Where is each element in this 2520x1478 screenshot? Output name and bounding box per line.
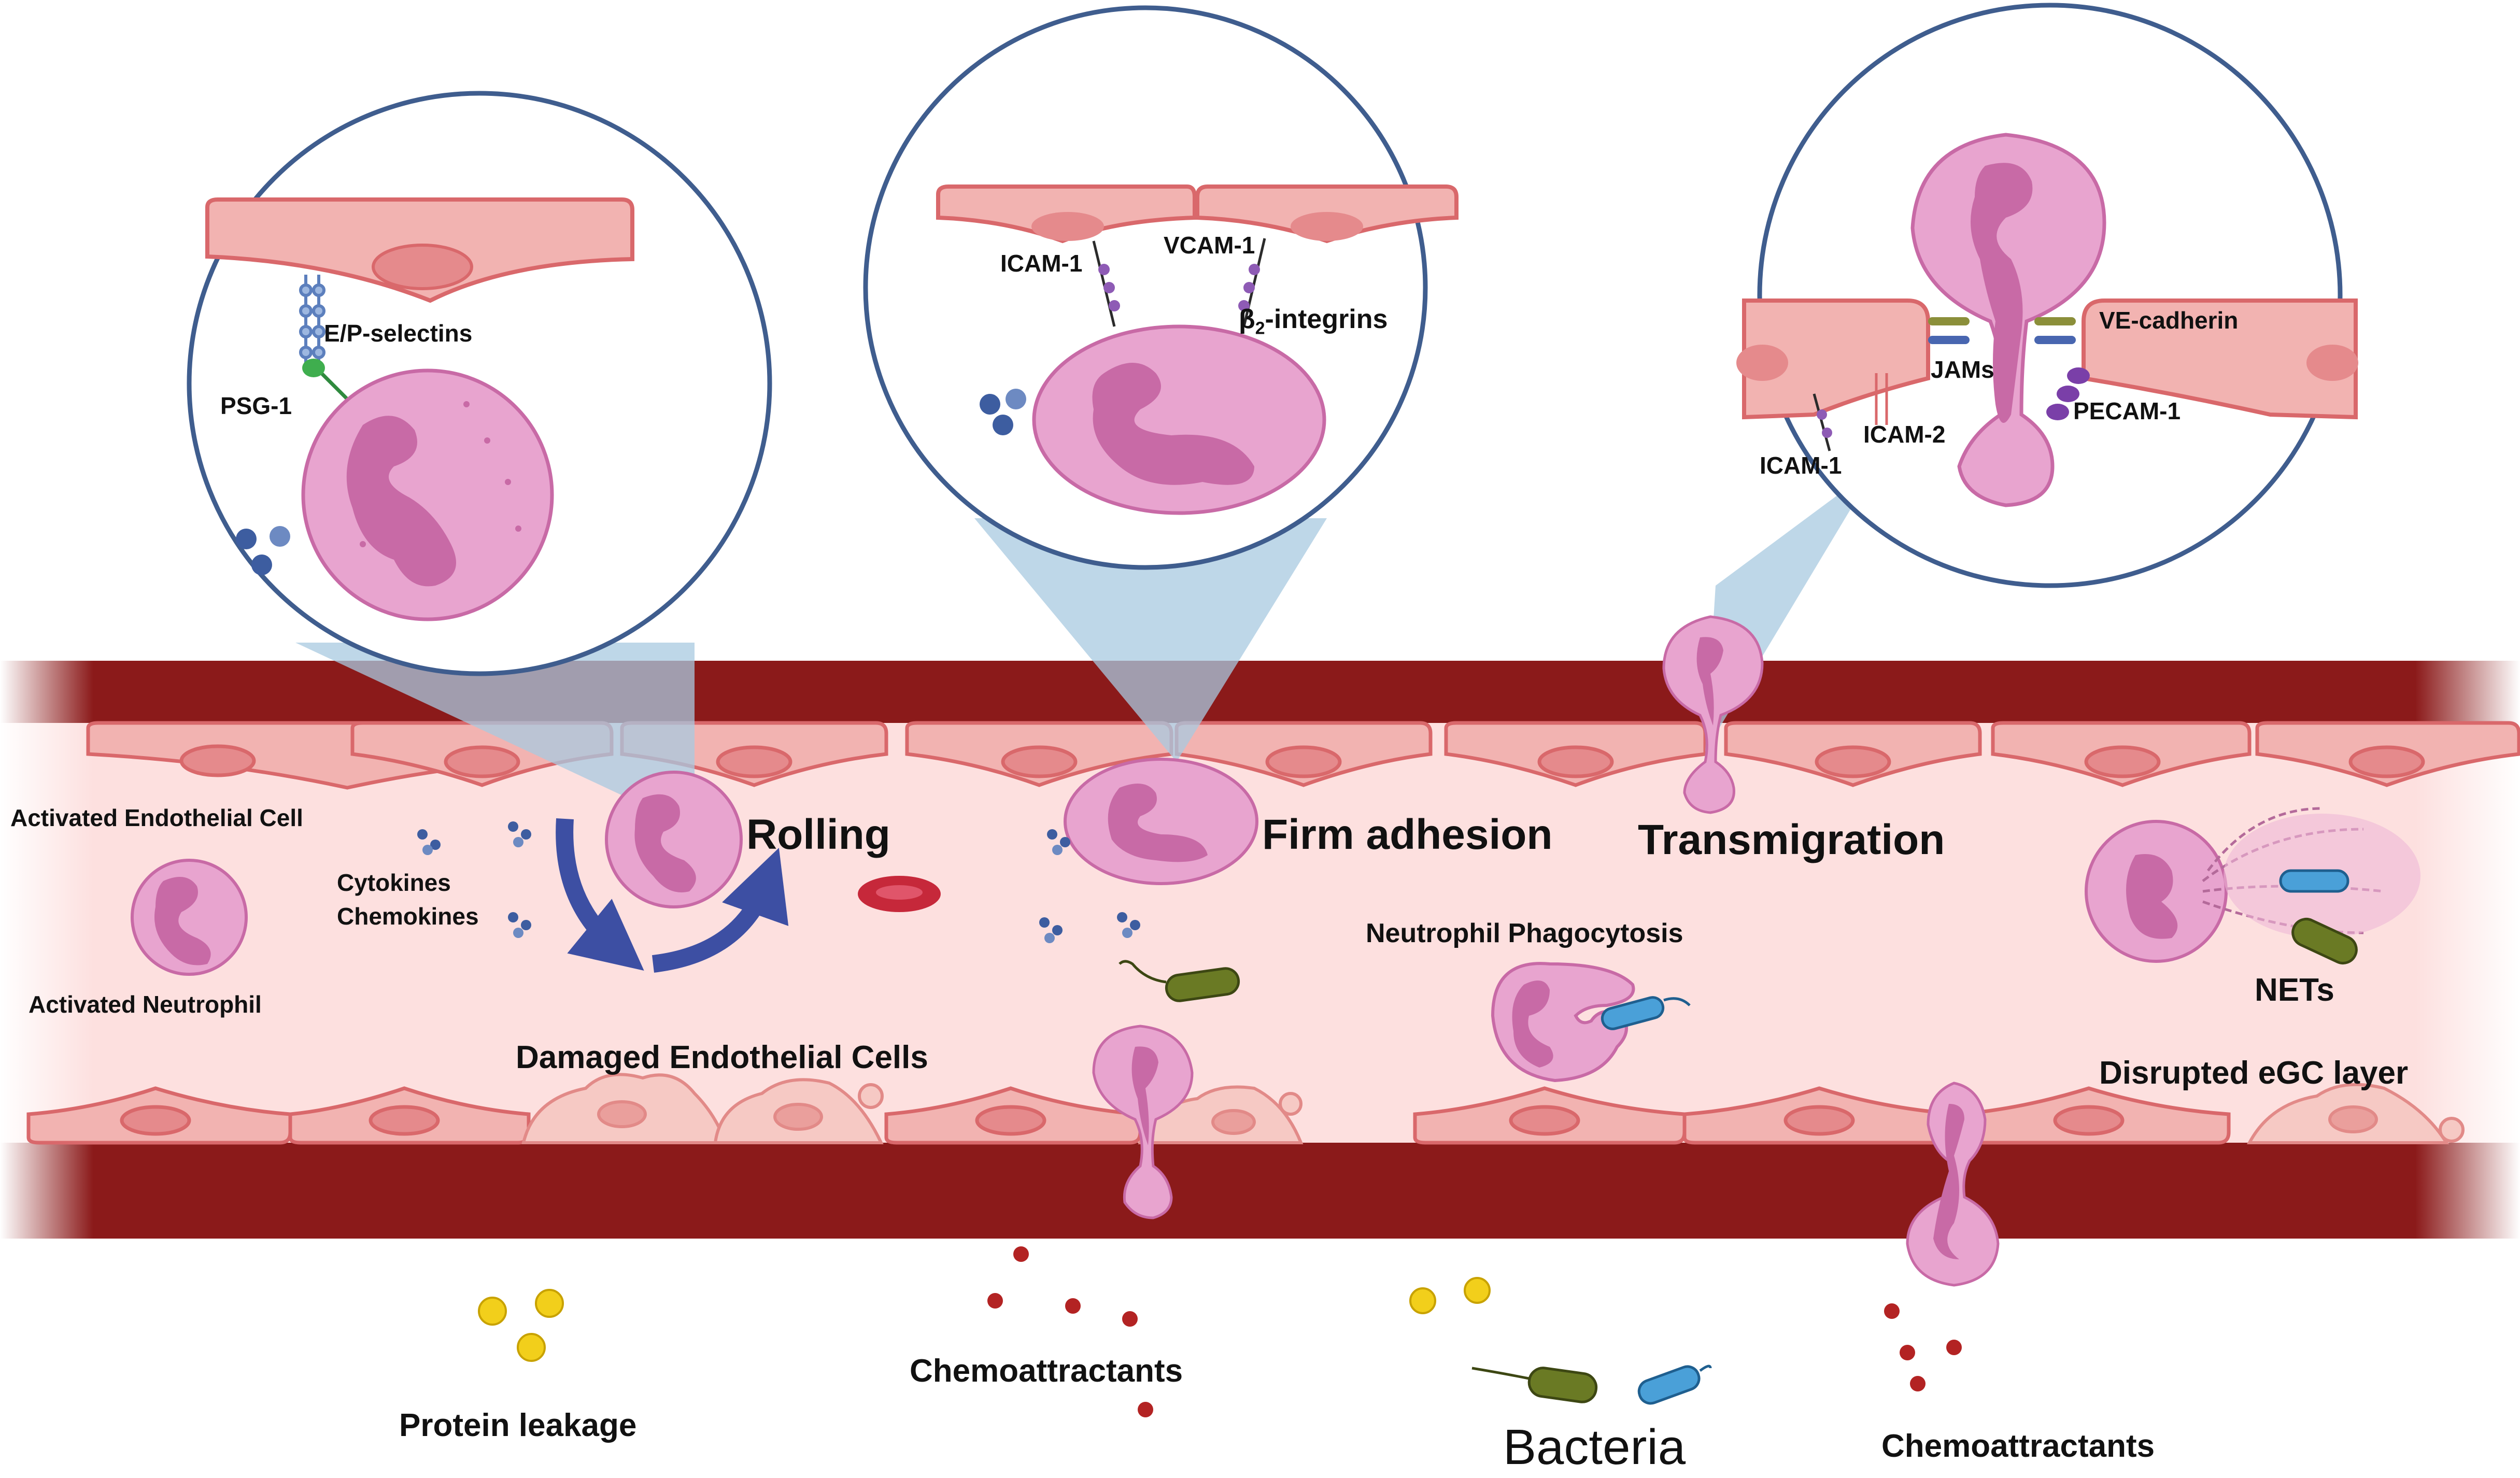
label-psg-1: PSG-1 (220, 392, 292, 419)
label-rolling: Rolling (746, 811, 890, 858)
callout-transmigration (1736, 3, 2358, 588)
label-neutrophil-phagocytosis: Neutrophil Phagocytosis (1366, 918, 1683, 948)
label-firm-adhesion: Firm adhesion (1262, 811, 1553, 858)
label-b2-integrins: β2-integrins (1239, 304, 1388, 338)
neutrophil-exiting-2 (1906, 1082, 2000, 1287)
neutrophil-phagocytosis (1491, 962, 1691, 1083)
neutrophil-transmigrating (1662, 615, 1764, 814)
nets (2085, 807, 2420, 964)
protein-leakage-particles (478, 1277, 1491, 1362)
label-activated-neutrophil: Activated Neutrophil (29, 991, 262, 1018)
label-nets: NETs (2255, 972, 2334, 1008)
bacteria-outside (1471, 1365, 1712, 1405)
label-pecam-1: PECAM-1 (2073, 397, 2181, 424)
damaged-endothelial-cells (521, 1073, 2465, 1144)
label-disrupted-egc-layer: Disrupted eGC layer (2099, 1055, 2409, 1091)
label-damaged-endothelial-cells: Damaged Endothelial Cells (516, 1040, 928, 1075)
label-ve-cadherin: VE-cadherin (2099, 307, 2239, 334)
neutrophil-activated (131, 859, 248, 976)
chemoattractant-dots (987, 1246, 1962, 1417)
label-icam-2: ICAM-2 (1863, 421, 1946, 448)
vessel-wall-bottom (0, 1143, 2520, 1239)
label-activated-endothelial-cell: Activated Endothelial Cell (10, 804, 303, 831)
label-cytokines: Cytokines (337, 869, 451, 896)
label-e-p-selectins: E/P-selectins (324, 320, 473, 347)
label-transmigration: Transmigration (1638, 816, 1945, 863)
label-protein-leakage: Protein leakage (399, 1408, 637, 1443)
endothelial-layer-bottom (26, 1086, 2231, 1145)
rolling-arrows (556, 818, 789, 973)
neutrophil-exiting-1 (1092, 1025, 1194, 1219)
red-blood-cell (858, 876, 941, 912)
callout-rolling (187, 91, 772, 676)
label-chemoattractants-left: Chemoattractants (910, 1353, 1183, 1389)
label-icam-1-adhesion: ICAM-1 (1000, 250, 1083, 277)
neutrophil-adhesion (1064, 758, 1258, 885)
label-chemokines: Chemokines (337, 903, 479, 930)
cytokine-dots (417, 821, 1140, 943)
neutrophil-rolling (605, 771, 743, 908)
bacterium-lumen (1119, 960, 1240, 1002)
label-jams: JAMs (1931, 356, 1994, 383)
label-icam-1-transmigration: ICAM-1 (1760, 452, 1842, 479)
callout-adhesion (863, 5, 1459, 570)
label-bacteria: Bacteria (1503, 1419, 1686, 1475)
endothelial-layer-top (86, 721, 2520, 790)
label-chemoattractants-right: Chemoattractants (1881, 1428, 2155, 1464)
label-vcam-1: VCAM-1 (1164, 232, 1255, 259)
